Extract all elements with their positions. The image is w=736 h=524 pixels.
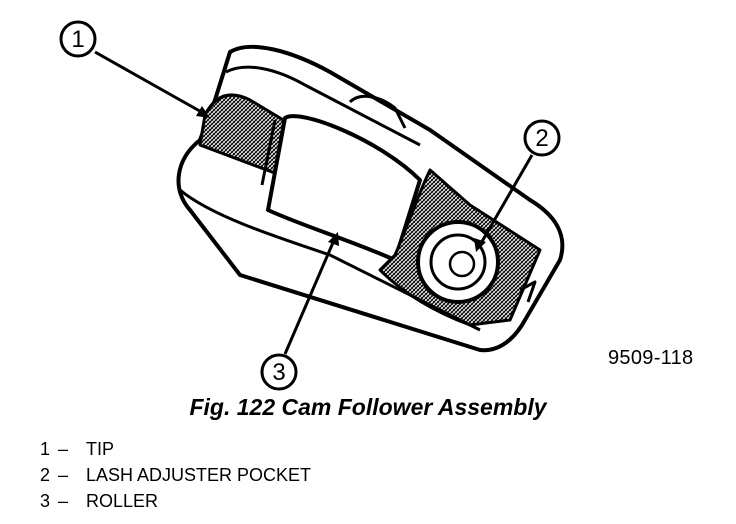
legend-item: 1 – TIP bbox=[40, 436, 311, 462]
legend-number: 2 bbox=[40, 465, 51, 485]
svg-text:1: 1 bbox=[71, 26, 84, 53]
legend-number: 3 bbox=[40, 491, 51, 511]
legend-dash: – bbox=[58, 439, 69, 459]
callout-2: 2 bbox=[474, 119, 561, 252]
legend: 1 – TIP 2 – LASH ADJUSTER POCKET 3 – ROL… bbox=[40, 436, 311, 514]
legend-number: 1 bbox=[40, 439, 51, 459]
legend-item: 2 – LASH ADJUSTER POCKET bbox=[40, 462, 311, 488]
callout-3: 3 bbox=[260, 232, 339, 391]
callout-1: 1 bbox=[59, 20, 210, 118]
legend-item: 3 – ROLLER bbox=[40, 488, 311, 514]
legend-label: ROLLER bbox=[86, 491, 159, 511]
legend-label: TIP bbox=[86, 439, 115, 459]
cam-follower-illustration: 1 2 3 bbox=[59, 20, 565, 391]
follower-body bbox=[176, 44, 565, 353]
figure-code: 9509-118 bbox=[608, 347, 694, 369]
svg-text:3: 3 bbox=[272, 359, 285, 386]
svg-text:2: 2 bbox=[535, 125, 548, 152]
legend-dash: – bbox=[58, 465, 69, 485]
legend-dash: – bbox=[58, 491, 69, 511]
figure-caption: Fig. 122 Cam Follower Assembly bbox=[189, 394, 547, 420]
legend-label: LASH ADJUSTER POCKET bbox=[86, 465, 312, 485]
